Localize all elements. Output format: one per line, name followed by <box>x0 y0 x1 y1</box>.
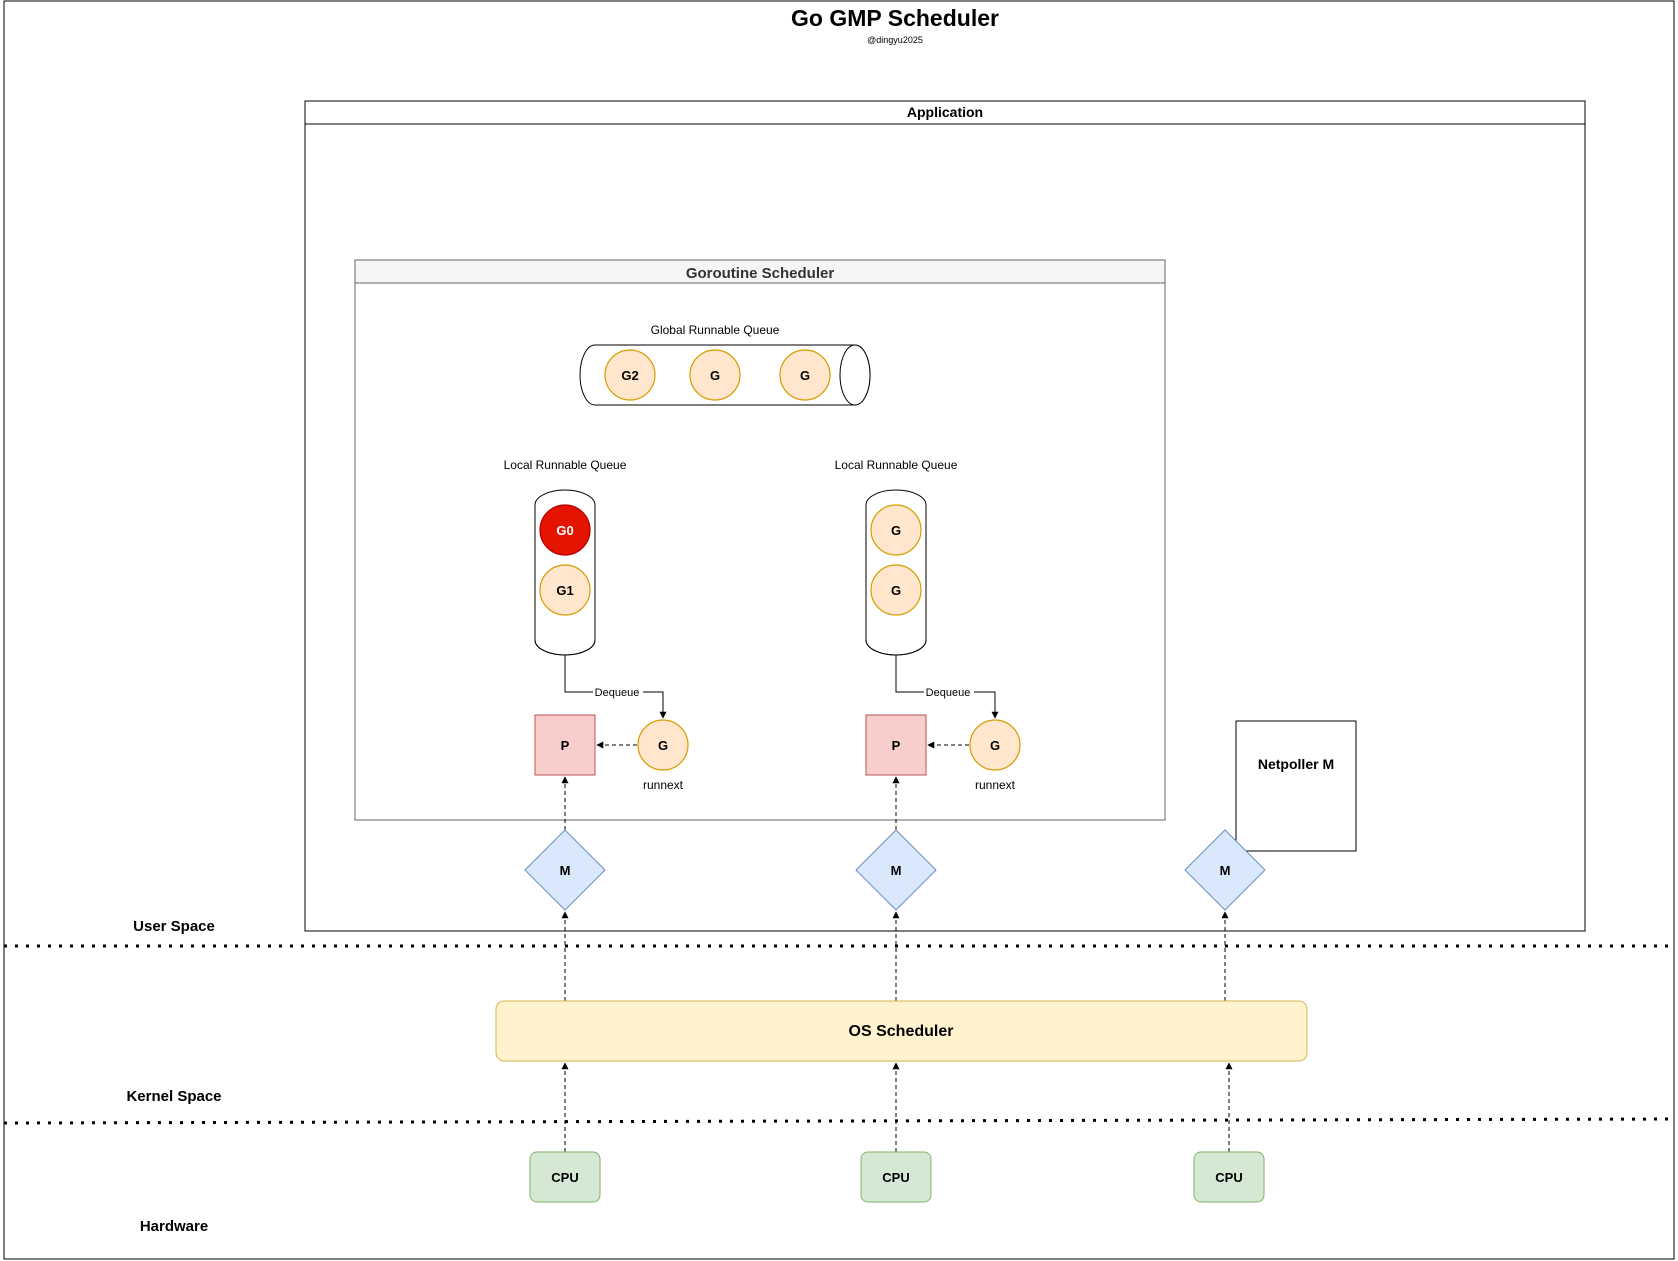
svg-text:M: M <box>560 863 571 878</box>
cpu-3: CPU <box>1193 1151 1265 1203</box>
machine-m-1: M <box>524 829 606 911</box>
diagram-title: Go GMP Scheduler <box>791 5 999 31</box>
cpu-1: CPU <box>529 1151 601 1203</box>
goroutine: G <box>689 349 741 401</box>
os-scheduler: OS Scheduler <box>495 1000 1308 1062</box>
svg-text:G: G <box>891 523 901 538</box>
svg-text:M: M <box>891 863 902 878</box>
running-goroutine: G0 <box>539 504 591 556</box>
goroutine: G <box>870 504 922 556</box>
runnext-label: runnext <box>643 778 684 792</box>
hardware-label: Hardware <box>140 1218 208 1235</box>
svg-text:G2: G2 <box>621 368 638 383</box>
svg-text:P: P <box>892 738 901 753</box>
svg-text:CPU: CPU <box>551 1170 578 1185</box>
local-queue-label: Local Runnable Queue <box>504 458 627 472</box>
diagram-subtitle: @dingyu2025 <box>867 35 923 45</box>
goroutine: G1 <box>539 564 591 616</box>
local-runnable-queue-2: Local Runnable Queue G G Dequeue P G run… <box>835 458 1021 792</box>
svg-text:G0: G0 <box>556 523 573 538</box>
cpu-2: CPU <box>860 1151 932 1203</box>
goroutine-scheduler-label: Goroutine Scheduler <box>686 265 835 282</box>
global-runnable-queue: Global Runnable Queue G2 G G <box>579 323 871 406</box>
processor-p: P <box>534 714 596 776</box>
goroutine-scheduler-container: Goroutine Scheduler <box>354 259 1166 821</box>
machine-m-netpoller: M <box>1184 829 1266 911</box>
local-runnable-queue-1: Local Runnable Queue G0 G1 Dequeue P G r… <box>504 458 689 792</box>
runnext-goroutine: G <box>637 719 689 771</box>
global-queue-label: Global Runnable Queue <box>651 323 780 337</box>
goroutine: G <box>870 564 922 616</box>
dequeue-label: Dequeue <box>926 687 971 699</box>
goroutine: G <box>779 349 831 401</box>
svg-text:M: M <box>1220 863 1231 878</box>
kernel-space-label: Kernel Space <box>126 1088 221 1105</box>
dequeue-label: Dequeue <box>595 687 640 699</box>
processor-p: P <box>865 714 927 776</box>
os-scheduler-label: OS Scheduler <box>849 1023 954 1040</box>
svg-text:CPU: CPU <box>1215 1170 1242 1185</box>
svg-text:CPU: CPU <box>882 1170 909 1185</box>
svg-text:G: G <box>891 583 901 598</box>
runnext-goroutine: G <box>969 719 1021 771</box>
local-queue-label: Local Runnable Queue <box>835 458 958 472</box>
svg-text:G: G <box>710 368 720 383</box>
user-space-label: User Space <box>133 918 215 935</box>
application-label: Application <box>907 104 983 120</box>
svg-text:G: G <box>990 738 1000 753</box>
svg-text:G1: G1 <box>556 583 573 598</box>
goroutine: G2 <box>604 349 656 401</box>
svg-text:G: G <box>658 738 668 753</box>
svg-text:P: P <box>561 738 570 753</box>
machine-m-2: M <box>855 829 937 911</box>
svg-text:G: G <box>800 368 810 383</box>
netpoller-label: Netpoller M <box>1258 756 1334 772</box>
netpoller-box: Netpoller M <box>1235 720 1357 852</box>
runnext-label: runnext <box>975 778 1016 792</box>
